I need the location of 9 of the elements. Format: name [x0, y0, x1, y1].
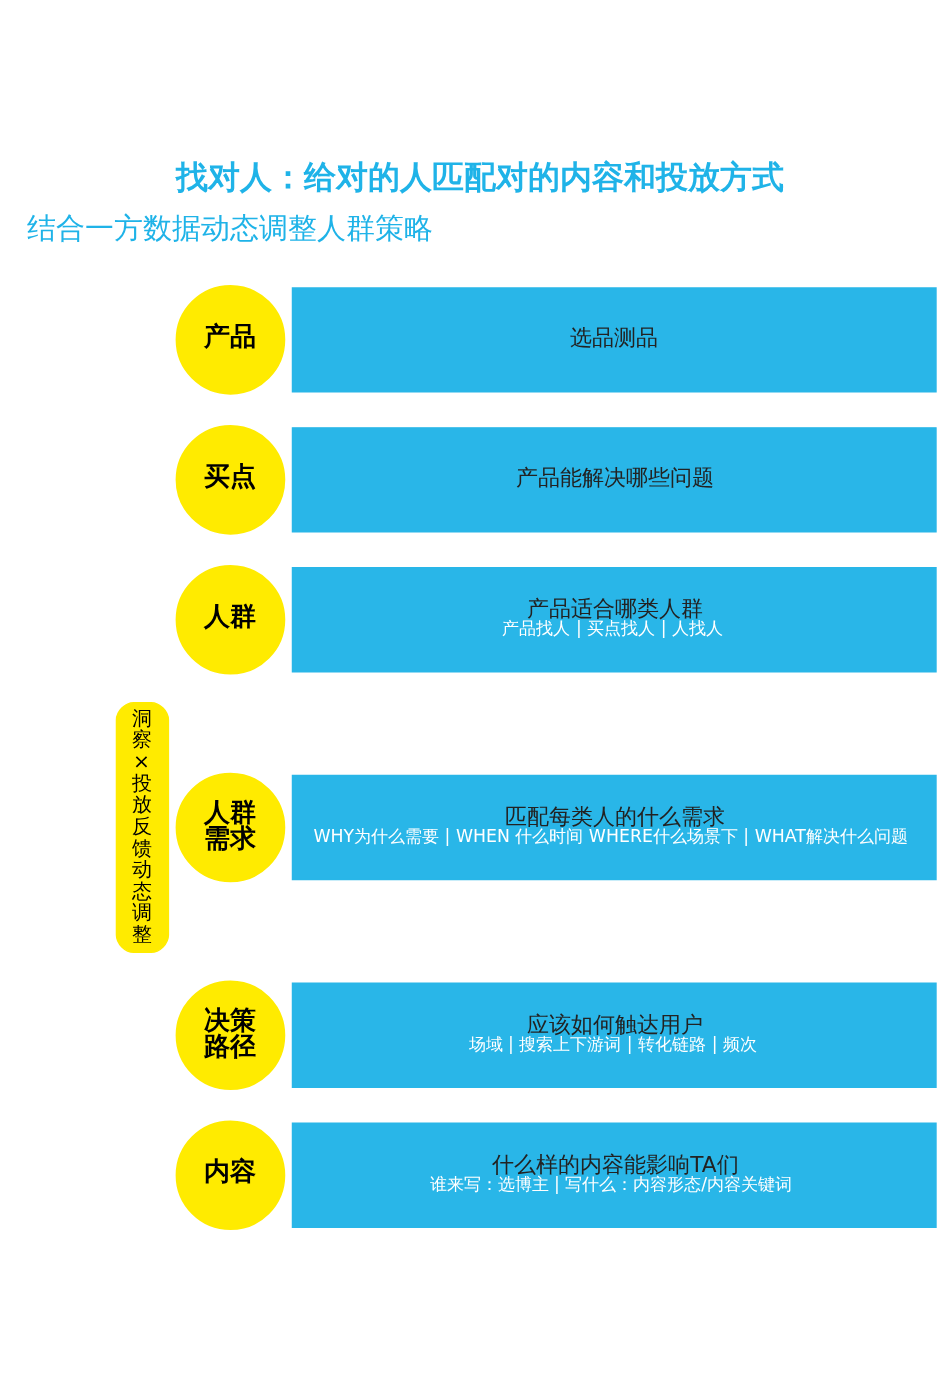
- node-box: 洞察×投放反馈动态调整: [115, 702, 170, 954]
- node-box: 产品适合哪类人群 产品找人 | 买点找人 | 人找人: [291, 567, 937, 673]
- node-box: 产品能解决哪些问题: [291, 427, 937, 533]
- node-box: 选品测品: [291, 287, 937, 393]
- node-box: 应该如何触达用户 场域 | 搜索上下游词 | 转化链路 | 频次: [291, 982, 937, 1088]
- diagram-title: 找对人：给对的人匹配对的内容和投放方式: [176, 159, 785, 196]
- node-box: 匹配每类人的什么需求 WHY为什么需要 | WHEN 什么时间 WHERE什么场景下 | WHAT解决什么问题: [291, 774, 937, 881]
- node-box: 什么样的内容能影响TA们 谁来写：选博主 | 写什么：内容形态/内容关键词: [291, 1122, 937, 1228]
- label: 结合一方数据动态调整人群策略: [27, 211, 434, 246]
